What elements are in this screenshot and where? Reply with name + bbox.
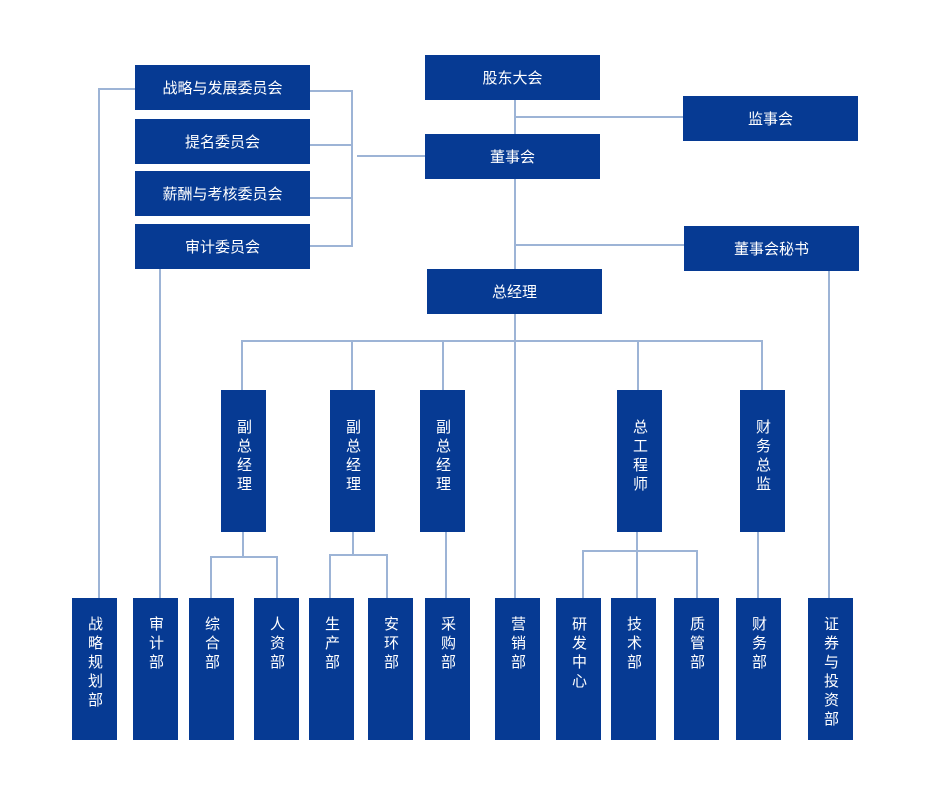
node-label: 技术部 <box>625 616 642 673</box>
node-label: 生产部 <box>323 616 340 673</box>
node-label: 采购部 <box>439 616 456 673</box>
node-label: 总工程师 <box>631 419 648 495</box>
node-vice-general-manager-2: 副总经理 <box>330 390 375 532</box>
node-dept-rd-center: 研发中心 <box>556 598 601 740</box>
node-label: 财务总监 <box>754 419 771 495</box>
node-label: 研发中心 <box>570 616 587 692</box>
node-label: 提名委员会 <box>184 134 260 151</box>
node-shareholders-meeting: 股东大会 <box>425 55 600 100</box>
node-dept-finance: 财务部 <box>736 598 781 740</box>
node-label: 人资部 <box>268 616 285 673</box>
node-committee-strategy: 战略与发展委员会 <box>135 65 310 110</box>
node-vice-general-manager-1: 副总经理 <box>221 390 266 532</box>
node-label: 董事会 <box>489 149 535 166</box>
node-label: 审计委员会 <box>184 239 260 256</box>
node-board-of-directors: 董事会 <box>425 134 600 179</box>
node-label: 总经理 <box>491 284 537 301</box>
node-dept-strategic-planning: 战略规划部 <box>72 598 117 740</box>
node-label: 副总经理 <box>434 419 451 495</box>
node-label: 监事会 <box>747 111 793 128</box>
node-label: 股东大会 <box>482 70 543 87</box>
node-label: 综合部 <box>203 616 220 673</box>
node-dept-human-resources: 人资部 <box>254 598 299 740</box>
node-label: 副总经理 <box>344 419 361 495</box>
node-general-manager: 总经理 <box>427 269 602 314</box>
node-dept-procurement: 采购部 <box>425 598 470 740</box>
node-board-secretary: 董事会秘书 <box>684 226 859 271</box>
node-dept-marketing: 营销部 <box>495 598 540 740</box>
node-label: 副总经理 <box>235 419 252 495</box>
node-dept-audit: 审计部 <box>133 598 178 740</box>
node-dept-securities-investment: 证券与投资部 <box>808 598 853 740</box>
node-label: 证券与投资部 <box>822 616 839 730</box>
node-committee-audit: 审计委员会 <box>135 224 310 269</box>
node-label: 财务部 <box>750 616 767 673</box>
node-dept-production: 生产部 <box>309 598 354 740</box>
node-dept-technology: 技术部 <box>611 598 656 740</box>
node-chief-financial-officer: 财务总监 <box>740 390 785 532</box>
node-label: 安环部 <box>382 616 399 673</box>
node-dept-safety-environment: 安环部 <box>368 598 413 740</box>
node-label: 质管部 <box>688 616 705 673</box>
node-label: 营销部 <box>509 616 526 673</box>
node-vice-general-manager-3: 副总经理 <box>420 390 465 532</box>
node-dept-general-affairs: 综合部 <box>189 598 234 740</box>
node-chief-engineer: 总工程师 <box>617 390 662 532</box>
node-label: 薪酬与考核委员会 <box>162 186 283 203</box>
node-dept-quality-management: 质管部 <box>674 598 719 740</box>
node-committee-nomination: 提名委员会 <box>135 119 310 164</box>
node-label: 审计部 <box>147 616 164 673</box>
node-board-of-supervisors: 监事会 <box>683 96 858 141</box>
node-label: 战略与发展委员会 <box>162 80 283 97</box>
node-committee-compensation: 薪酬与考核委员会 <box>135 171 310 216</box>
node-label: 战略规划部 <box>86 616 103 711</box>
node-label: 董事会秘书 <box>733 241 809 258</box>
